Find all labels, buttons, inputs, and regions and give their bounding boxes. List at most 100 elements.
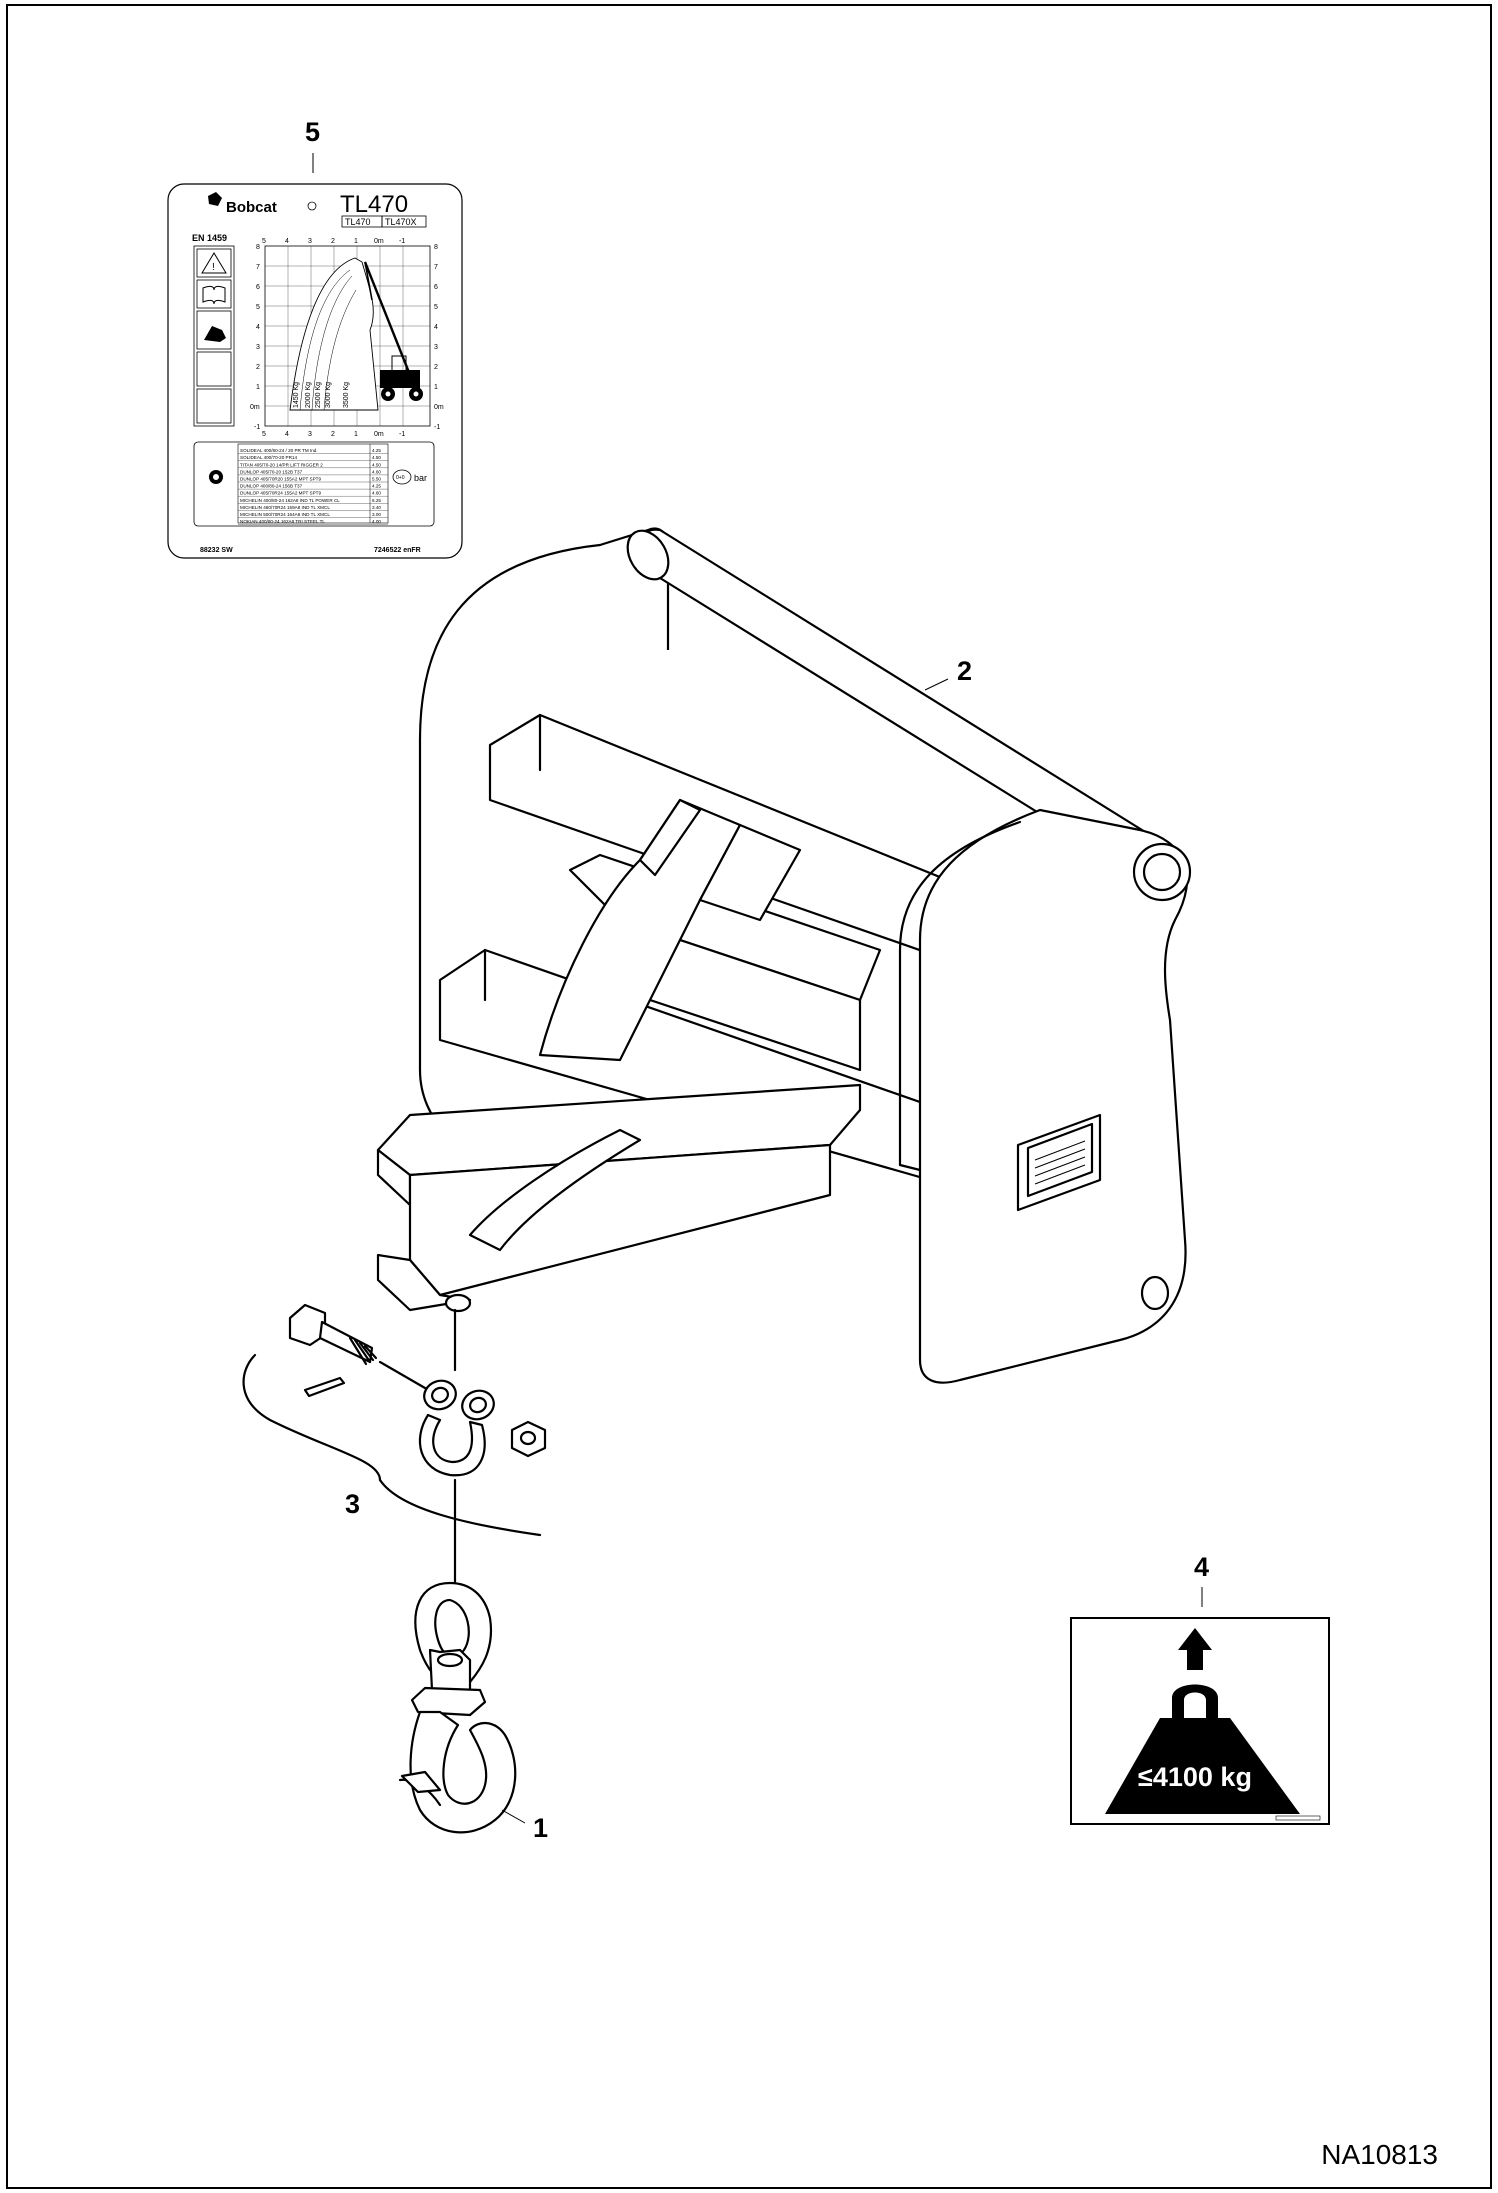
tyre-row-pressure: 4.00 — [372, 519, 381, 524]
telehandler-silhouette-icon — [380, 355, 423, 401]
tyre-row-label: DUNLOP 405/70R20 155A2 MPT SPT9 — [240, 477, 321, 482]
svg-text:0m: 0m — [250, 404, 260, 411]
weight-icon — [1105, 1718, 1300, 1814]
svg-text:8: 8 — [256, 244, 260, 251]
svg-text:!: ! — [212, 262, 215, 273]
tyre-row-label: MICHELIN 500/70R24 164A8 IND TL XMCL — [240, 512, 330, 517]
variant-2: TL470X — [385, 217, 417, 227]
tyre-row-pressure: 4.50 — [372, 455, 381, 460]
tyre-row-label: MICHELIN 400/80-24 162A8 IND TL POWER CL — [240, 498, 340, 503]
serial-plate — [1016, 1113, 1102, 1212]
svg-text:0m: 0m — [374, 431, 384, 438]
pressure-unit: bar — [414, 473, 427, 483]
jib-attachment-frame — [376, 527, 1192, 1384]
pin-hardware-kit: 3 — [242, 1303, 547, 1592]
drawing-frame — [6, 4, 1492, 2189]
svg-text:-1: -1 — [434, 424, 440, 431]
swivel-hook: 1 — [398, 1581, 548, 1843]
machine-tilt-icon — [204, 326, 226, 342]
capacity-5: 3500 Kg — [343, 382, 350, 408]
tyre-row-label: SOLIDEAL 400/80-24 / 20 PR TM Ind. — [240, 448, 318, 453]
tyre-row-label: DUNLOP 400/80-24 156B T37 — [240, 484, 303, 489]
tyre-row-label: NOKIAN 400/80-24 162A8 TRI STEEL TL — [240, 519, 325, 524]
svg-text:2: 2 — [434, 364, 438, 371]
tyre-row-pressure: 4.60 — [372, 469, 381, 474]
svg-text:4: 4 — [285, 431, 289, 438]
tyre-pressure-table: SOLIDEAL 400/80-24 / 20 PR TM Ind.4.25SO… — [193, 441, 435, 527]
svg-text:1: 1 — [354, 431, 358, 438]
arrow-up-icon — [1178, 1628, 1212, 1670]
svg-text:2: 2 — [331, 431, 335, 438]
load-chart-decal: 5 Bobcat TL470 TL470 TL470X EN 1459 ! — [167, 117, 463, 559]
tyre-row-pressure: 4.60 — [372, 491, 381, 496]
y-axis-right: 8 7 6 5 4 3 2 1 0m -1 — [434, 244, 444, 431]
svg-text:2: 2 — [331, 238, 335, 245]
y-axis-left: 8 7 6 5 4 3 2 1 0m -1 — [250, 244, 260, 431]
svg-text:3: 3 — [256, 344, 260, 351]
svg-text:7: 7 — [256, 264, 260, 271]
svg-text:3: 3 — [308, 431, 312, 438]
x-axis-bottom: 5 4 3 2 1 0m -1 — [262, 431, 405, 438]
weight-limit-text: ≤4100 kg — [1138, 1762, 1252, 1792]
tyre-row-pressure: 4.50 — [372, 462, 381, 467]
pressure-gauge-icon: 0+0 — [392, 469, 412, 485]
model-name: TL470 — [340, 191, 408, 218]
tyre-row-pressure: 4.25 — [372, 484, 381, 489]
x-axis-top: 5 4 3 2 1 0m -1 — [262, 238, 405, 245]
svg-text:0m: 0m — [374, 238, 384, 245]
capacity-2: 2000 Kg — [305, 382, 312, 408]
svg-text:-1: -1 — [399, 238, 405, 245]
svg-text:5: 5 — [262, 431, 266, 438]
callout-1: 1 — [533, 1813, 548, 1843]
svg-text:-1: -1 — [399, 431, 405, 438]
lifting-eye-icon — [1172, 1684, 1218, 1718]
svg-text:4: 4 — [256, 324, 260, 331]
callout-2: 2 — [957, 656, 972, 686]
tyre-row-pressure: 5.50 — [372, 477, 381, 482]
tyre-row-label: TITAN 405/70-20 14/PR LIFT RIGGER 2 — [240, 462, 323, 467]
safety-icons-column: ! — [193, 245, 235, 427]
part-number-right: 7246522 enFR — [374, 547, 421, 554]
callout-5: 5 — [305, 117, 320, 147]
standard-label: EN 1459 — [192, 233, 227, 243]
manual-book-icon — [202, 285, 226, 305]
tyre-row-label: DUNLOP 405/70R24 155A2 MPT SPT9 — [240, 491, 321, 496]
tyre-row-pressure: 6.25 — [372, 498, 381, 503]
bobcat-logo: Bobcat — [208, 192, 277, 216]
svg-text:5: 5 — [256, 304, 260, 311]
variant-1: TL470 — [345, 217, 371, 227]
brand-name: Bobcat — [226, 199, 277, 216]
tyre-row-label: SOLIDEAL 400/70-20 PR14 — [240, 455, 297, 460]
svg-text:5: 5 — [262, 238, 266, 245]
svg-text:5: 5 — [434, 304, 438, 311]
svg-text:-1: -1 — [254, 424, 260, 431]
svg-text:1: 1 — [434, 384, 438, 391]
svg-text:4: 4 — [285, 238, 289, 245]
svg-text:2: 2 — [256, 364, 260, 371]
warning-triangle-icon — [201, 252, 227, 274]
tyre-row-pressure: 3.00 — [372, 512, 381, 517]
drawing-number: NA10813 — [1321, 2139, 1438, 2170]
svg-text:4: 4 — [434, 324, 438, 331]
svg-text:8: 8 — [434, 244, 438, 251]
load-chart: 1450 Kg 2000 Kg 2500 Kg 3000 Kg 3500 Kg … — [250, 238, 444, 438]
part-number-left: 88232 SW — [200, 547, 233, 554]
svg-text:1: 1 — [256, 384, 260, 391]
tyre-row-label: DUNLOP 405/70-20 152B T37 — [240, 469, 303, 474]
tyre-row-pressure: 4.25 — [372, 448, 381, 453]
callout-3: 3 — [345, 1489, 360, 1519]
capacity-1: 1450 Kg — [293, 382, 300, 408]
cotter-pin — [303, 1376, 346, 1398]
svg-text:7: 7 — [434, 264, 438, 271]
weight-capacity-decal: 4 ≤4100 kg — [1070, 1552, 1330, 1825]
capacity-4: 3000 Kg — [325, 382, 332, 408]
svg-text:6: 6 — [434, 284, 438, 291]
svg-text:0m: 0m — [434, 404, 444, 411]
tyre-row-pressure: 3.40 — [372, 505, 381, 510]
tyre-row-label: MICHELIN 460/70R24 159A8 IND TL XMCL — [240, 505, 330, 510]
svg-text:3: 3 — [308, 238, 312, 245]
svg-text:3: 3 — [434, 344, 438, 351]
callout-4: 4 — [1194, 1552, 1209, 1582]
capacity-3: 2500 Kg — [315, 382, 322, 408]
